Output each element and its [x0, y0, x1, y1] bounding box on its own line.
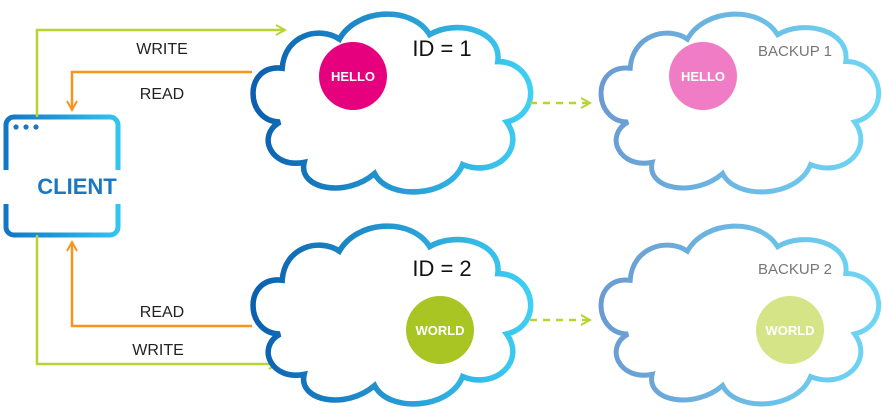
top-write-arrow: [35, 30, 285, 117]
client-box: CLIENT: [2, 114, 122, 238]
primary-1-value: HELLO: [331, 69, 375, 84]
bottom-read-label: READ: [140, 304, 184, 321]
primary-1-id-label: ID = 1: [412, 36, 471, 61]
backup-cloud-2: BACKUP 2 WORLD: [601, 226, 879, 404]
bottom-write-arrow: [35, 235, 278, 364]
backup-1-value-circle: [669, 42, 737, 110]
backup-cloud-1: BACKUP 1 HELLO: [601, 14, 879, 192]
primary-2-id-label: ID = 2: [412, 256, 471, 281]
bottom-read-arrow: [72, 242, 252, 328]
client-label: CLIENT: [37, 174, 117, 199]
top-write-label: WRITE: [136, 41, 188, 58]
backup-2-label: BACKUP 2: [758, 261, 832, 278]
backup-1-value: HELLO: [681, 69, 725, 84]
primary-cloud-2: ID = 2 WORLD: [253, 226, 531, 404]
top-read-arrow: [72, 70, 252, 110]
primary-2-value-circle: [406, 296, 474, 364]
backup-1-label: BACKUP 1: [758, 43, 832, 60]
primary-cloud-1: ID = 1 HELLO: [253, 14, 531, 192]
top-read-label: READ: [140, 86, 184, 103]
primary-1-value-circle: [319, 42, 387, 110]
backup-2-value: WORLD: [765, 323, 814, 338]
backup-2-value-circle: [756, 296, 824, 364]
primary-2-value: WORLD: [415, 323, 464, 338]
window-dots-icon: [13, 124, 39, 130]
bottom-write-label: WRITE: [132, 342, 184, 359]
